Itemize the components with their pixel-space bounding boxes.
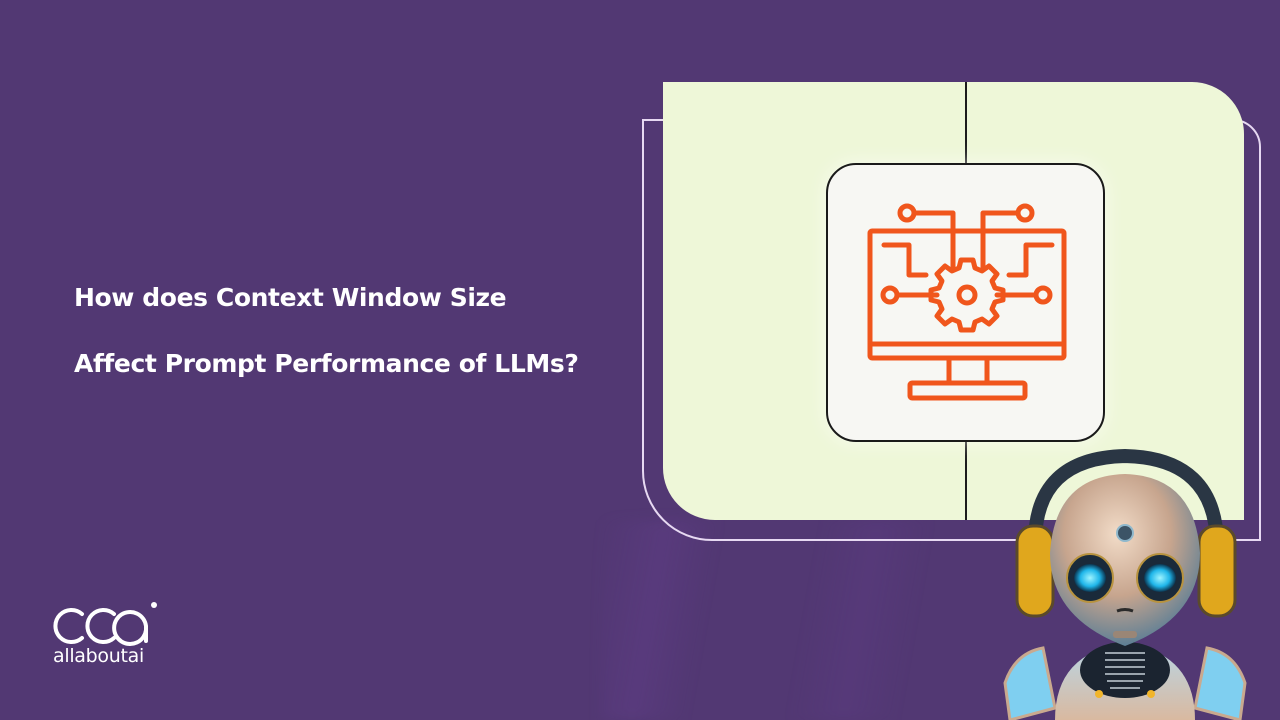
- page-title: How does Context Window Size Affect Prom…: [74, 276, 579, 408]
- robot-mascot-icon: [1003, 448, 1247, 720]
- allaboutai-logo-icon: [53, 602, 157, 646]
- icon-card: [826, 163, 1105, 442]
- brand-wordmark: allaboutai: [53, 645, 144, 667]
- title-line-2: Affect Prompt Performance of LLMs?: [74, 349, 579, 378]
- monitor-gear-circuit-icon: [867, 203, 1067, 401]
- title-line-1: How does Context Window Size: [74, 283, 507, 312]
